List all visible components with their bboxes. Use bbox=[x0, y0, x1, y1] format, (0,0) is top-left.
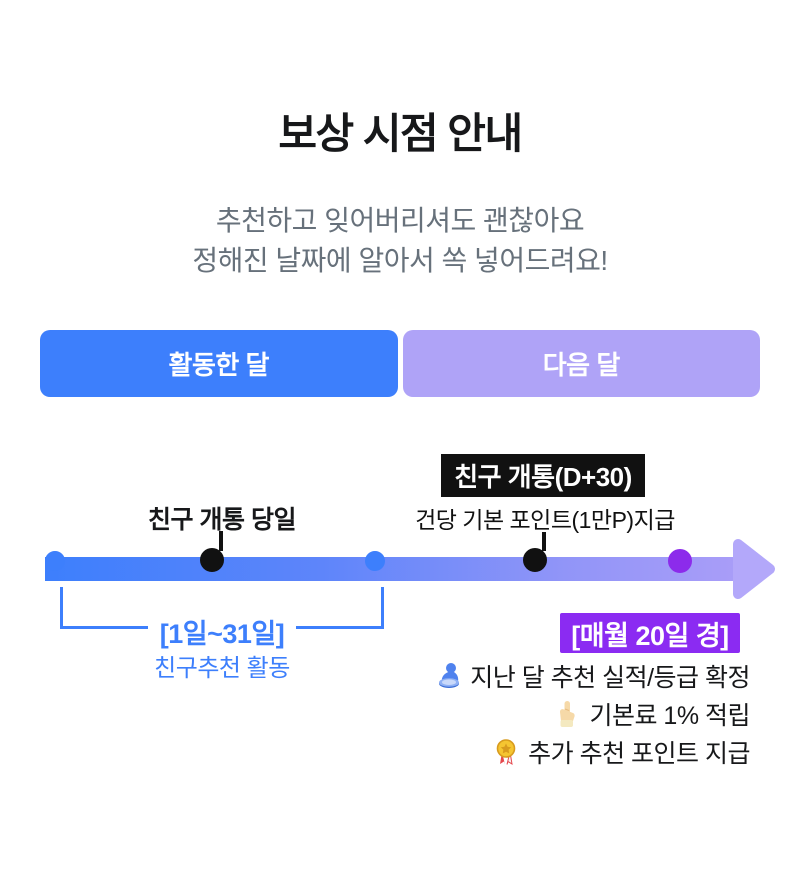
medal-icon bbox=[496, 738, 516, 765]
period-banner-row: 활동한 달 다음 달 bbox=[40, 330, 760, 397]
payout-item-text: 추가 추천 포인트 지급 bbox=[528, 739, 750, 768]
payout-item-text: 기본료 1% 적립 bbox=[589, 701, 750, 730]
activation-day-tick bbox=[219, 531, 223, 551]
banner-active-month: 활동한 달 bbox=[40, 330, 398, 397]
stamp-icon bbox=[439, 662, 460, 688]
timeline-bar bbox=[45, 557, 738, 581]
payout-item-confirm: 지난 달 추천 실적/등급 확정 bbox=[434, 661, 750, 692]
bracket-range-label: [1일~31일] bbox=[159, 619, 285, 649]
page-title: 보상 시점 안내 bbox=[278, 110, 523, 157]
subtitle-line-1: 추천하고 잊어버리셔도 괜찮아요 bbox=[215, 205, 585, 236]
payout-item-list: 지난 달 추천 실적/등급 확정 기본료 1% 적립 추가 추천 포인트 지급 bbox=[434, 661, 750, 768]
timeline-node-d30 bbox=[523, 548, 547, 572]
subtitle-line-2: 정해진 날짜에 알아서 쏙 넣어드려요! bbox=[192, 245, 608, 276]
timeline-node-activity-start bbox=[45, 551, 65, 571]
bracket-left-bar bbox=[60, 626, 148, 629]
payout-item-bonus: 추가 추천 포인트 지급 bbox=[492, 737, 750, 768]
timeline-node-payout bbox=[668, 549, 692, 573]
payout-item-accrual: 기본료 1% 적립 bbox=[553, 699, 750, 730]
subtitle: 추천하고 잊어버리셔도 괜찮아요 정해진 날짜에 알아서 쏙 넣어드려요! bbox=[0, 201, 800, 281]
bracket-right-line bbox=[381, 587, 384, 629]
bracket-right-bar bbox=[296, 626, 384, 629]
d30-badge: 친구 개통(D+30) bbox=[441, 454, 645, 497]
bracket-left-line bbox=[60, 587, 63, 629]
d30-desc: 건당 기본 포인트(1만P)지급 bbox=[415, 507, 675, 533]
activation-day-label: 친구 개통 당일 bbox=[148, 506, 296, 534]
payout-date-badge: [매월 20일 경] bbox=[560, 613, 740, 653]
pointing-finger-icon bbox=[560, 700, 576, 727]
timeline-arrow-icon bbox=[733, 539, 775, 599]
payout-item-text: 지난 달 추천 실적/등급 확정 bbox=[470, 663, 750, 692]
banner-next-month: 다음 달 bbox=[402, 330, 760, 397]
timeline-node-friend-activation bbox=[200, 548, 224, 572]
bracket-desc-label: 친구추천 활동 bbox=[154, 655, 290, 682]
timeline-node-activity-end bbox=[365, 551, 385, 571]
d30-tick bbox=[542, 532, 546, 551]
